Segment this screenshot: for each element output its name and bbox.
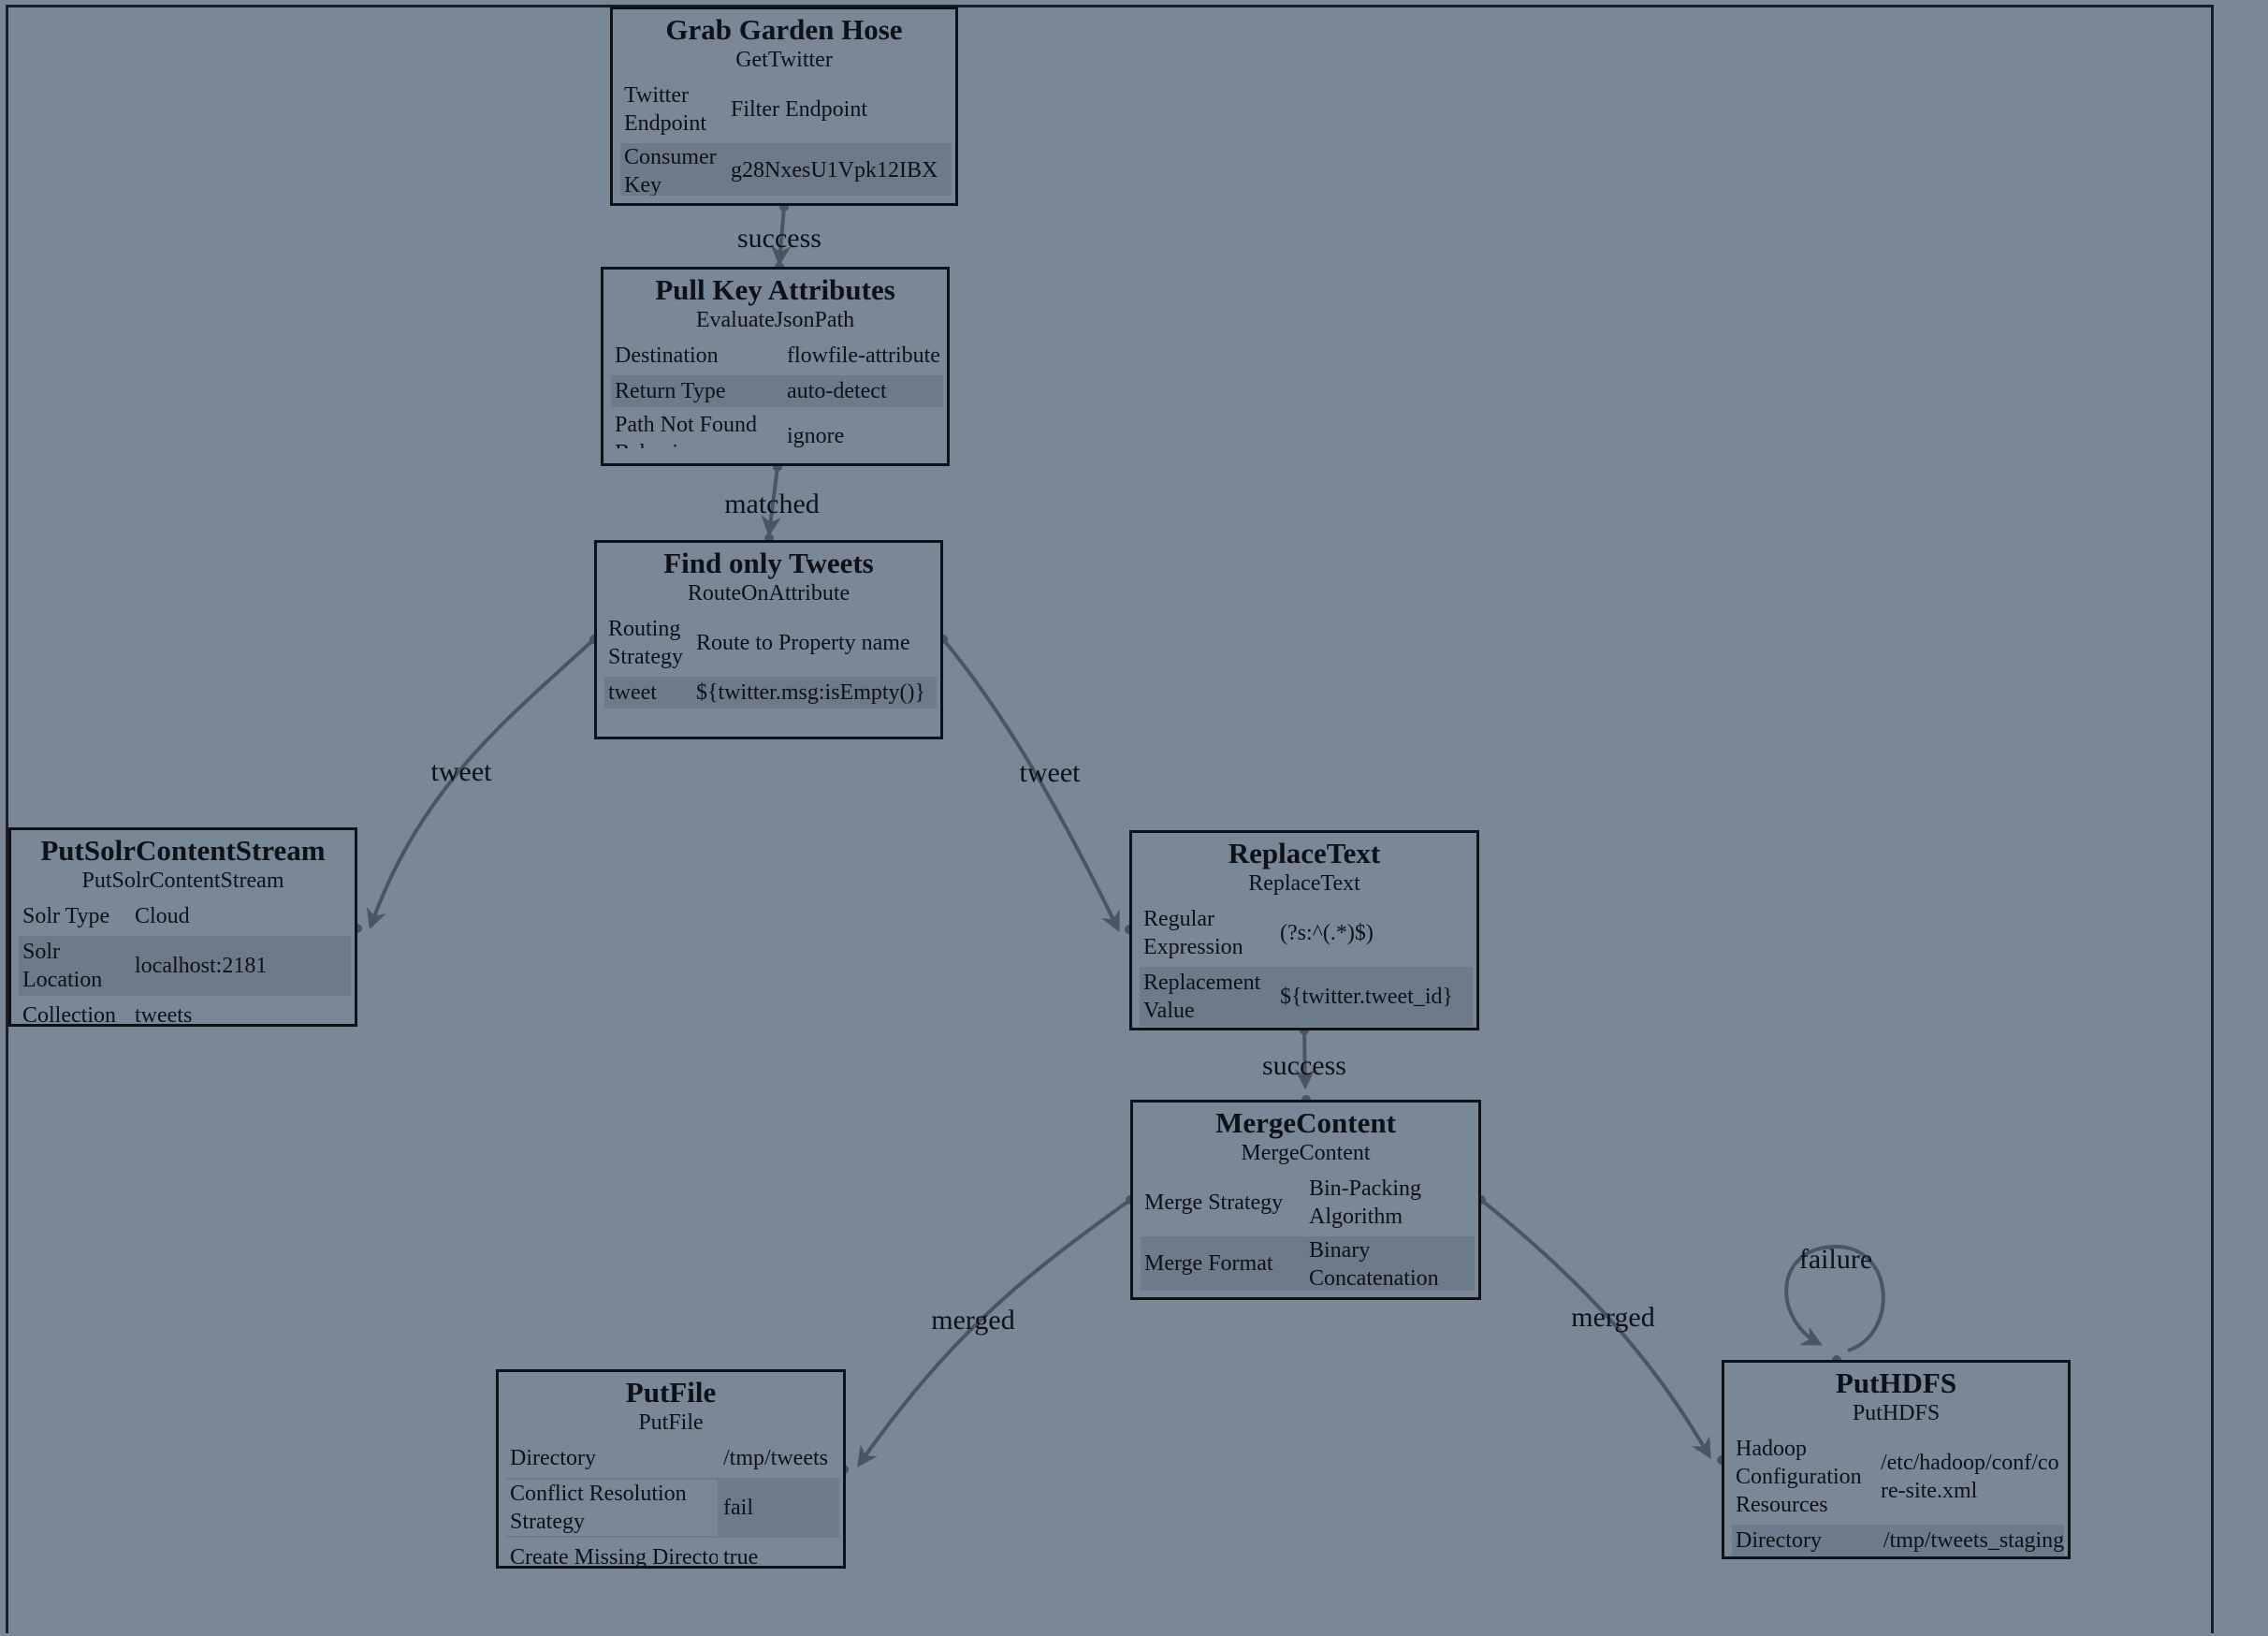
property-row: Destination flowfile-attribute [611,340,943,372]
property-row: Collection tweets [19,1000,351,1027]
property-key: Collection [22,1003,116,1027]
node-title: Grab Garden Hose [665,13,903,46]
property-value: ${twitter.msg:isEmpty()} [696,680,926,705]
node-type: PutSolrContentStream [81,869,284,893]
property-row: Create Missing Directories true [506,1541,839,1569]
property-key: Routing Strategy [608,617,683,669]
property-key: Return Type [615,379,726,403]
property-value: g28NxesU1Vpk12IBX [731,158,938,183]
node-put-solr-content-stream[interactable]: PutSolrContentStream PutSolrContentStrea… [8,827,357,1027]
property-key: Replacement Value [1143,971,1261,1023]
property-table: Merge Strategy Bin-Packing Algorithm Mer… [1141,1173,1475,1291]
property-value: ${twitter.tweet_id} [1280,985,1454,1009]
property-key: Path Not Found Behavior [615,413,758,448]
property-row: Replacement Value ${twitter.tweet_id} [1140,967,1473,1027]
property-key: Solr Location [22,940,103,992]
property-row: Solr Location localhost:2181 [19,936,351,996]
node-title: PutHDFS [1835,1366,1957,1399]
property-value: Route to Property name [696,631,910,655]
node-type: ReplaceText [1248,871,1360,896]
node-type: MergeContent [1241,1141,1371,1165]
property-value: fail [723,1496,753,1520]
property-key: Consumer Key [624,145,717,196]
property-key: Conflict Resolution Strategy [506,1480,718,1536]
node-grab-garden-hose[interactable]: Grab Garden Hose GetTwitter Twitter Endp… [610,7,958,206]
property-table: Twitter Endpoint Filter Endpoint Consume… [620,80,952,196]
node-title: PutSolrContentStream [40,834,326,867]
property-key: tweet [608,680,657,705]
property-key: Merge Strategy [1144,1190,1284,1215]
node-title: MergeContent [1215,1106,1396,1139]
node-put-hdfs[interactable]: PutHDFS PutHDFS Hadoop Configuration Res… [1722,1360,2071,1559]
property-key: Solr Type [22,904,110,928]
property-key: Twitter Endpoint [624,83,706,136]
canvas-frame [6,5,2214,1633]
property-value: auto-detect [787,379,887,403]
property-row: tweet ${twitter.msg:isEmpty()} [604,677,937,708]
property-row: Routing Strategy Route to Property name [604,613,937,673]
node-title: Pull Key Attributes [655,273,895,306]
node-pull-key-attributes[interactable]: Pull Key Attributes EvaluateJsonPath Des… [601,267,950,466]
property-value: ignore [787,424,845,448]
node-title: ReplaceText [1228,837,1381,869]
property-row: Consumer Key g28NxesU1Vpk12IBX [620,143,952,196]
property-row: Directory /tmp/tweets_staging [1732,1525,2064,1556]
property-row: Regular Expression (?s:^(.*)$) [1140,903,1473,963]
property-value: Bin-Packing Algorithm [1309,1176,1421,1229]
property-value: (?s:^(.*)$) [1280,921,1374,945]
node-type: PutHDFS [1852,1401,1941,1425]
property-row: Path Not Found Behavior ignore [611,411,943,452]
property-table: Directory /tmp/tweets Conflict Resolutio… [506,1442,839,1569]
property-key: Merge Format [1144,1251,1273,1276]
property-row: Merge Format Binary Concatenation [1141,1236,1475,1291]
property-key: Create Missing Directories [510,1545,718,1569]
property-row: Solr Type Cloud [19,900,351,932]
property-row: Conflict Resolution Strategy fail [506,1478,839,1538]
property-row: Return Type auto-detect [611,375,943,407]
property-value: flowfile-attribute [787,343,940,368]
property-key: Regular Expression [1143,907,1243,959]
property-key: Destination [615,343,719,368]
property-value: true [723,1545,759,1569]
node-replace-text[interactable]: ReplaceText ReplaceText Regular Expressi… [1129,830,1479,1030]
node-title: PutFile [625,1376,717,1409]
property-row: Hadoop Configuration Resources /etc/hado… [1732,1433,2064,1521]
property-table: Regular Expression (?s:^(.*)$) Replaceme… [1140,903,1473,1027]
property-key: Hadoop Configuration Resources [1736,1437,1862,1517]
node-type: PutFile [638,1410,704,1435]
property-table: Hadoop Configuration Resources /etc/hado… [1732,1433,2064,1556]
node-put-file[interactable]: PutFile PutFile Directory /tmp/tweets Co… [496,1369,846,1569]
property-key: Directory [510,1446,596,1470]
property-key: Directory [1736,1528,1822,1553]
property-value: Binary Concatenation [1309,1238,1439,1291]
property-value: Filter Endpoint [731,97,867,122]
node-merge-content[interactable]: MergeContent MergeContent Merge Strategy… [1130,1100,1481,1300]
property-value: /tmp/tweets_staging [1883,1528,2064,1553]
node-type: EvaluateJsonPath [695,308,855,332]
node-title: Find only Tweets [663,547,874,579]
property-value: Cloud [135,904,190,928]
property-row: Merge Strategy Bin-Packing Algorithm [1141,1173,1475,1233]
property-table: Routing Strategy Route to Property name … [604,613,937,708]
property-value: /etc/hadoop/conf/core-site.xml [1880,1451,2059,1503]
property-table: Solr Type Cloud Solr Location localhost:… [19,900,351,1027]
node-find-only-tweets[interactable]: Find only Tweets RouteOnAttribute Routin… [594,540,943,739]
property-row: Twitter Endpoint Filter Endpoint [620,80,952,139]
node-type: RouteOnAttribute [687,581,850,606]
property-row: Directory /tmp/tweets [506,1442,839,1474]
property-value: localhost:2181 [135,954,268,978]
property-table: Destination flowfile-attribute Return Ty… [611,340,943,452]
node-type: GetTwitter [735,48,833,72]
property-value: /tmp/tweets [723,1446,828,1470]
property-value: tweets [135,1003,193,1027]
